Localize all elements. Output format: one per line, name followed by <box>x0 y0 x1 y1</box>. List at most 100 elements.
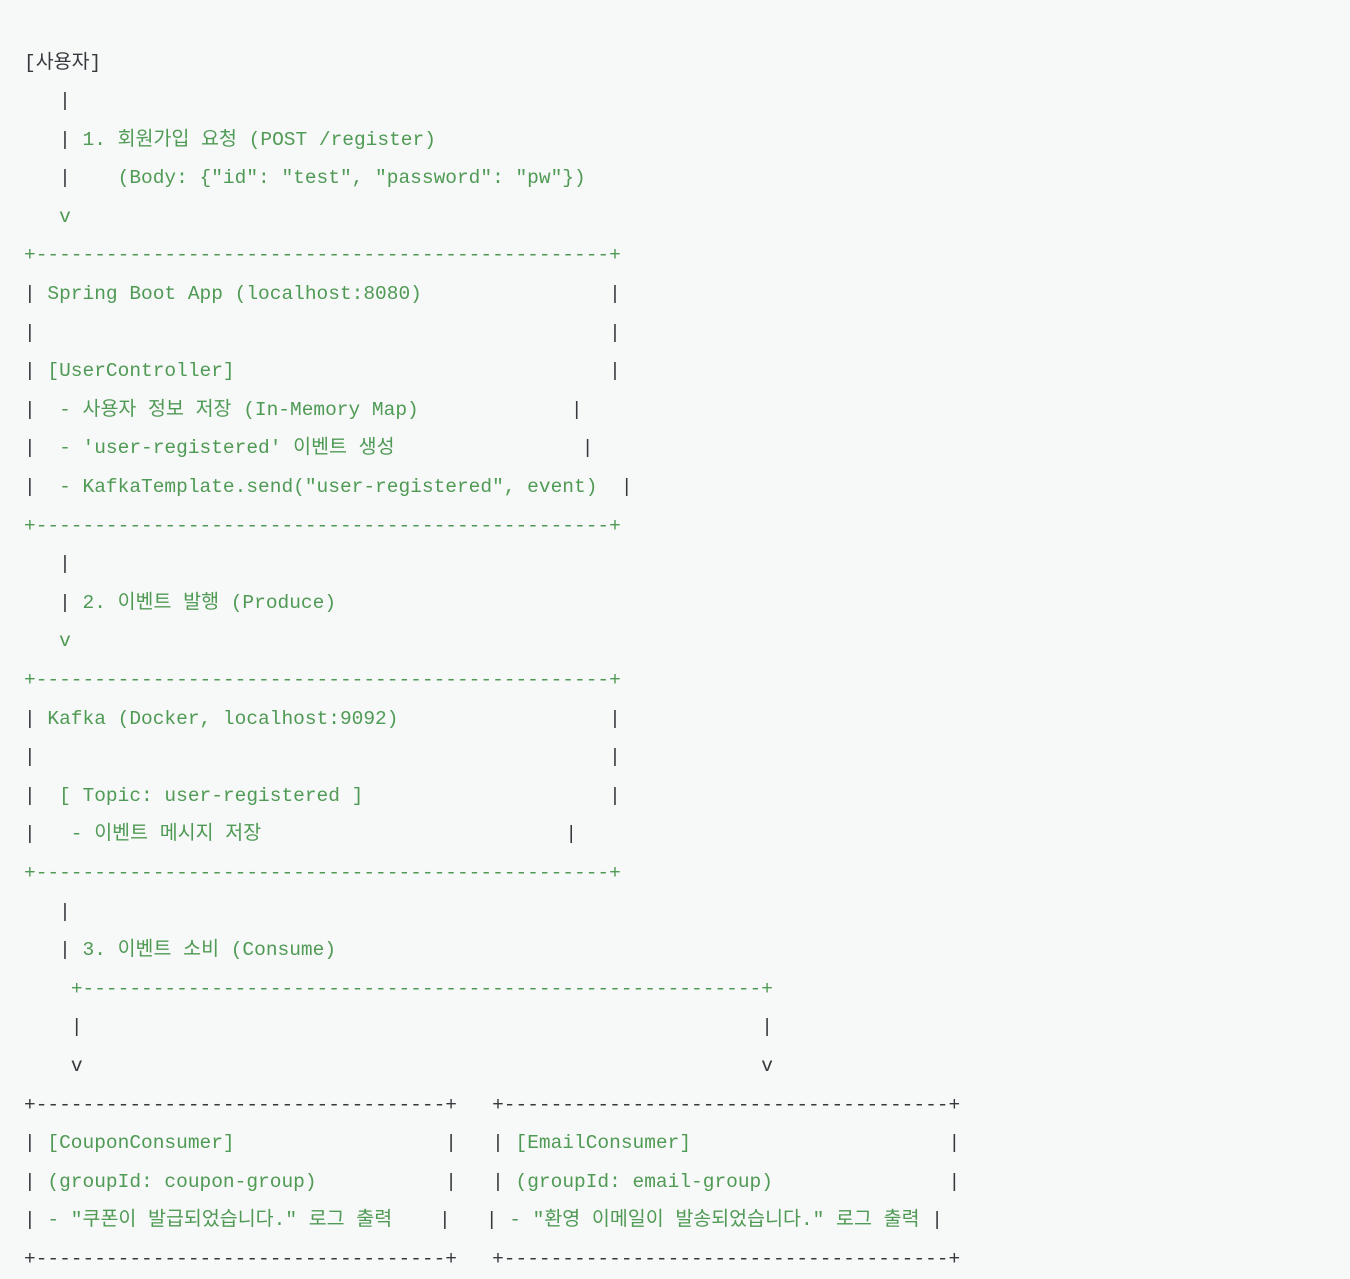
diagram-glyph-dark: | <box>70 1016 83 1039</box>
diagram-text-green <box>422 283 609 305</box>
diagram-text-green: v <box>59 630 71 653</box>
diagram-glyph-dark: | <box>609 784 621 807</box>
diagram-glyph-dark: | <box>24 1209 36 1232</box>
diagram-glyph-dark: +-----------------------------------+ <box>24 1093 457 1116</box>
diagram-text-green: +---------------------------------------… <box>24 861 621 884</box>
diagram-text-green <box>398 708 609 730</box>
diagram-glyph-dark: | <box>609 321 621 344</box>
diagram-line: | 1. 회원가입 요청 (POST /register) <box>24 121 960 160</box>
diagram-line: v v <box>24 1047 960 1086</box>
diagram-line: | (Body: {"id": "test", "password": "pw"… <box>24 159 960 198</box>
diagram-glyph-dark: | <box>761 1016 773 1039</box>
diagram-glyph-dark: | <box>620 476 633 499</box>
diagram-text-green: - 이벤트 메시지 저장 <box>35 823 262 846</box>
diagram-line: | <box>24 82 960 121</box>
diagram-glyph-dark: | <box>948 1132 961 1155</box>
diagram-line: | Spring Boot App (localhost:8080) | <box>24 275 960 314</box>
diagram-glyph-dark: | <box>445 1132 457 1155</box>
diagram-line: | - 이벤트 메시지 저장 | <box>24 815 960 854</box>
diagram-line: | - 사용자 정보 저장 (In-Memory Map) | <box>24 391 960 430</box>
diagram-glyph-dark: | <box>59 553 71 576</box>
diagram-text-green: 3. 이벤트 소비 (Consume) <box>70 939 337 962</box>
diagram-line: | - 'user-registered' 이벤트 생성 | <box>24 429 960 468</box>
diagram-glyph-dark: | <box>24 784 36 807</box>
diagram-line: +---------------------------------------… <box>24 661 960 700</box>
diagram-line: | [ Topic: user-registered ] | <box>24 777 960 816</box>
diagram-glyph-dark: +-----------------------------------+ <box>24 1247 457 1270</box>
diagram-line: | 3. 이벤트 소비 (Consume) <box>24 931 960 970</box>
diagram-text-green: [CouponConsumer] <box>35 1132 235 1155</box>
diagram-glyph-dark: | <box>445 1170 457 1193</box>
diagram-text-green: [ Topic: user-registered ] <box>35 784 364 807</box>
diagram-line: | - KafkaTemplate.send("user-registered"… <box>24 468 960 507</box>
diagram-text-green: +---------------------------------------… <box>24 514 621 537</box>
diagram-line: | <box>24 545 960 584</box>
diagram-text-green: - "환영 이메일이 발송되었습니다." 로그 출력 <box>497 1209 920 1232</box>
ascii-flow-diagram: [사용자] | | 1. 회원가입 요청 (POST /register) | … <box>0 20 960 1279</box>
diagram-glyph-dark: | <box>24 476 36 499</box>
diagram-text-green: - "쿠폰이 발급되었습니다." 로그 출력 <box>35 1209 393 1232</box>
diagram-text-green: +---------------------------------------… <box>24 244 621 267</box>
diagram-line: | 2. 이벤트 발행 (Produce) <box>24 584 960 623</box>
diagram-text-green: v <box>59 205 71 228</box>
diagram-line: +---------------------------------------… <box>24 236 960 275</box>
diagram-text-green <box>235 360 609 382</box>
diagram-glyph-dark <box>457 1132 492 1154</box>
diagram-line: | - "쿠폰이 발급되었습니다." 로그 출력 | | - "환영 이메일이 … <box>24 1201 960 1240</box>
diagram-glyph-dark <box>24 90 59 112</box>
diagram-text-green: Kafka (Docker, localhost:9092) <box>35 707 399 730</box>
diagram-glyph-dark: [사용자] <box>24 51 102 74</box>
diagram-glyph-dark <box>24 167 59 189</box>
diagram-line: [사용자] <box>24 44 960 83</box>
diagram-text-green <box>392 1209 439 1231</box>
diagram-glyph-dark: +--------------------------------------+ <box>492 1247 961 1270</box>
diagram-glyph-dark: | <box>948 1170 961 1193</box>
diagram-glyph-dark: | <box>565 823 578 846</box>
diagram-text-green <box>419 399 571 421</box>
diagram-text-green <box>691 1132 948 1154</box>
diagram-line: +-----------------------------------+ +-… <box>24 1086 960 1125</box>
diagram-line: +-----------------------------------+ +-… <box>24 1240 960 1279</box>
diagram-line: | | <box>24 738 960 777</box>
diagram-glyph-dark: | <box>24 1170 36 1193</box>
diagram-text-green: (groupId: coupon-group) <box>35 1170 317 1193</box>
diagram-glyph-dark <box>24 553 59 575</box>
diagram-glyph-dark <box>451 1209 486 1231</box>
diagram-text-green <box>920 1209 932 1231</box>
diagram-glyph-dark <box>24 901 59 923</box>
diagram-text-green: (Body: {"id": "test", "password": "pw"}) <box>70 167 586 190</box>
diagram-glyph-dark: | <box>492 1170 504 1193</box>
diagram-text-green <box>235 1132 446 1154</box>
diagram-text-green: [UserController] <box>35 360 235 383</box>
diagram-glyph-dark <box>457 1248 492 1270</box>
diagram-glyph-dark <box>24 1055 71 1077</box>
diagram-text-green <box>773 1171 949 1193</box>
diagram-glyph-dark: | <box>24 746 36 769</box>
diagram-text-green: +---------------------------------------… <box>24 669 621 691</box>
diagram-glyph-dark: v <box>761 1054 773 1077</box>
diagram-glyph-dark: | <box>609 283 621 306</box>
diagram-line: | | <box>24 1008 960 1047</box>
diagram-glyph-dark <box>24 129 59 151</box>
diagram-glyph-dark <box>83 1016 762 1038</box>
diagram-glyph-dark: | <box>439 1209 451 1232</box>
diagram-text-green <box>363 785 609 807</box>
diagram-text-green: +---------------------------------------… <box>70 977 773 1000</box>
diagram-line: | | <box>24 314 960 353</box>
diagram-text-green <box>597 476 620 498</box>
diagram-text-green: 1. 회원가입 요청 (POST /register) <box>70 128 436 151</box>
diagram-glyph-dark: | <box>570 398 583 421</box>
diagram-glyph-dark: | <box>59 128 71 151</box>
diagram-line: | <box>24 893 960 932</box>
diagram-line: v <box>24 198 960 237</box>
diagram-text-green: [EmailConsumer] <box>503 1132 692 1155</box>
diagram-glyph-dark: | <box>24 398 36 421</box>
diagram-text-green: (groupId: email-group) <box>503 1170 773 1193</box>
diagram-line: +---------------------------------------… <box>24 970 960 1009</box>
diagram-glyph-dark <box>24 592 59 614</box>
diagram-glyph-dark <box>457 1171 492 1193</box>
diagram-text-green: - 'user-registered' 이벤트 생성 <box>35 437 395 460</box>
diagram-glyph-dark: | <box>24 707 36 730</box>
diagram-glyph-dark: | <box>59 939 71 962</box>
diagram-glyph-dark: v <box>70 1054 83 1077</box>
